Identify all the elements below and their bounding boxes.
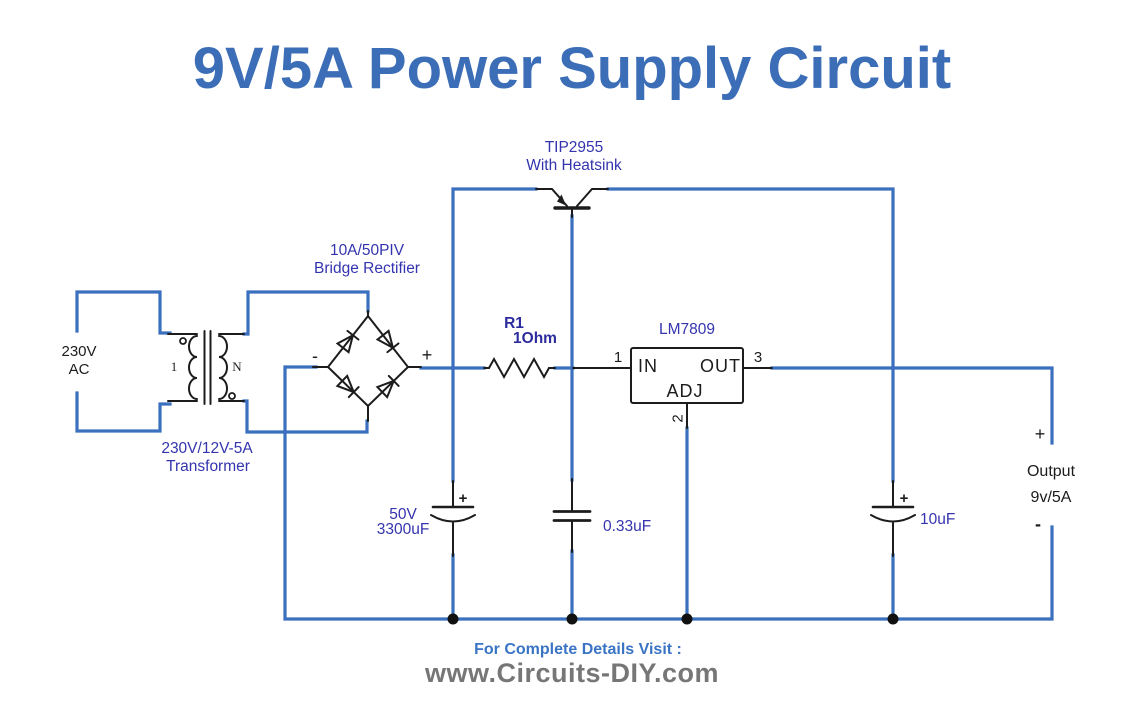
- symbols: [167, 188, 916, 625]
- resistor-value: 1Ohm: [513, 330, 557, 347]
- c3-label: 10uF: [920, 511, 956, 528]
- output-value: 9v/5A: [1030, 489, 1072, 506]
- junction-dot: [447, 613, 459, 625]
- transistor-label-line1: TIP2955: [544, 139, 604, 156]
- ac-source-type: AC: [68, 361, 90, 378]
- transformer-core: [203, 330, 212, 405]
- output-label: Output: [1026, 463, 1076, 480]
- wire-ac-bottom: [75, 391, 172, 433]
- transistor-collector: [576, 188, 609, 207]
- bridge-rectifier-symbol: [312, 310, 422, 422]
- c2-label: 0.33uF: [603, 518, 652, 535]
- regulator-name: LM7809: [658, 321, 716, 338]
- wire-secondary-bottom: [242, 399, 369, 434]
- footer-website-url: www.Circuits-DIY.com: [424, 658, 720, 688]
- output-minus-mark: -: [1035, 514, 1041, 534]
- bridge-diode-2: [375, 329, 400, 354]
- bridge-diode-4: [375, 374, 400, 399]
- bridge-diode-3: [335, 374, 360, 399]
- pass-transistor-symbol: [535, 188, 609, 218]
- footer-visit-text: For Complete Details Visit :: [474, 641, 682, 658]
- transistor-label-line2: With Heatsink: [526, 157, 622, 174]
- c1-label-line1: 50V: [389, 506, 417, 523]
- capacitor-c1-symbol: [430, 480, 476, 557]
- resistor-zigzag: [483, 356, 556, 380]
- wire-secondary-top: [242, 290, 370, 336]
- bridge-plus-mark: +: [421, 345, 433, 365]
- bridge-label-line1: 10A/50PIV: [329, 242, 405, 259]
- transformer-dot-primary: [179, 337, 187, 345]
- regulator-pin-in-label: IN: [638, 356, 658, 376]
- c3-plus-mark: +: [899, 490, 909, 507]
- capacitor-c3-symbol: [870, 480, 916, 557]
- regulator-pin2-number: 2: [669, 414, 687, 423]
- junction-dot: [566, 613, 578, 625]
- wire-out: [770, 366, 1054, 445]
- junction-dot: [887, 613, 899, 625]
- bridge-diamond: [326, 314, 410, 408]
- c1-plate-bottom: [430, 514, 476, 523]
- transformer-primary-mark: 1: [170, 359, 178, 374]
- transformer-label-line2: Transformer: [166, 458, 250, 475]
- c3-plate-bottom: [870, 514, 916, 523]
- regulator-pin3-number: 3: [753, 349, 763, 366]
- wire-rail-right-upper: [606, 187, 895, 483]
- wire-ground-rail: [283, 365, 1054, 621]
- c1-plus-mark: +: [458, 490, 468, 507]
- wire-ac-top: [75, 290, 172, 335]
- transistor-emitter-arrow: [557, 194, 566, 206]
- page-title: 9V/5A Power Supply Circuit: [192, 36, 952, 101]
- capacitor-c2-symbol: [552, 478, 592, 553]
- transformer-symbol: [167, 330, 245, 405]
- resistor-ref: R1: [504, 315, 524, 332]
- transformer-primary-coil: [167, 333, 198, 402]
- regulator-pin-out-label: OUT: [700, 356, 741, 376]
- bridge-label-line2: Bridge Rectifier: [314, 260, 420, 277]
- bridge-diode-1: [335, 329, 360, 354]
- junction-dot: [681, 613, 693, 625]
- transformer-dot-secondary: [228, 392, 236, 400]
- regulator-pin-adj-label: ADJ: [666, 381, 704, 401]
- resistor-symbol: [483, 356, 556, 380]
- junction-dots: [447, 613, 899, 625]
- wires: [75, 187, 1054, 622]
- c1-label-line2: 3300uF: [376, 521, 430, 538]
- wire-rail-left-upper: [451, 187, 538, 483]
- transformer-secondary-coil: [218, 333, 245, 402]
- transformer-secondary-mark: N: [232, 359, 242, 374]
- regulator-pin1-number: 1: [613, 349, 623, 366]
- output-plus-mark: +: [1034, 424, 1046, 444]
- ac-source-voltage: 230V: [61, 343, 97, 360]
- regulator-box: [572, 347, 773, 429]
- bridge-minus-mark: -: [312, 346, 318, 366]
- transformer-label-line1: 230V/12V-5A: [161, 440, 253, 457]
